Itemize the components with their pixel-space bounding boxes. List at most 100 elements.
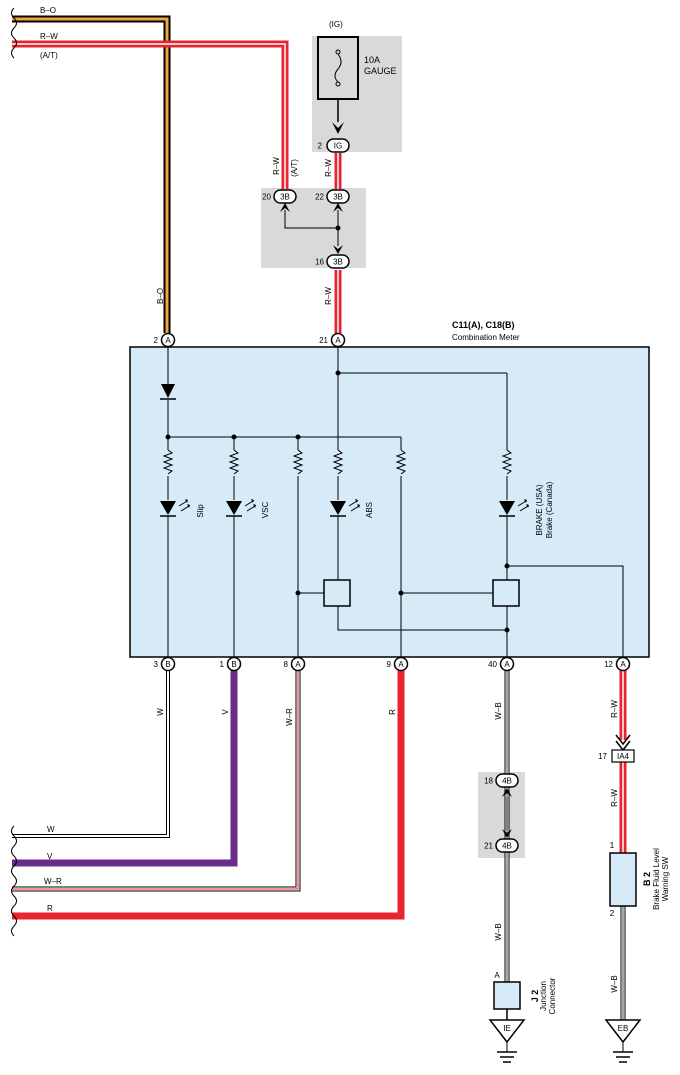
- connector-code: 3B: [333, 193, 343, 202]
- combination-meter-box: [129, 346, 650, 658]
- fuse-name-label: GAUGE: [364, 66, 397, 76]
- wire-label-r-w-at: R–W: [272, 157, 281, 175]
- connector-meter-12a: A 12: [604, 656, 631, 672]
- wire-label-r-w-meter: R–W: [324, 287, 333, 305]
- lamp-label-brake-canada: Brake (Canada): [545, 481, 554, 538]
- b2-code: B 2: [642, 872, 652, 886]
- connector-3b-20: 3B 20: [262, 189, 297, 212]
- wire-label-r-w-b2: R–W: [610, 789, 619, 807]
- wire-label-w-b-eb: W–B: [610, 975, 619, 992]
- connector-code: 3B: [333, 258, 343, 267]
- connector-ia4-17: IA4 17: [598, 734, 635, 763]
- connector-pin: 40: [488, 660, 497, 669]
- j2-name-line1: Junction: [539, 981, 548, 1011]
- resistor-slip: [162, 449, 174, 475]
- connector-meter-3b: B 3: [154, 656, 176, 672]
- wire-label-r-w-top: R–W: [40, 32, 58, 41]
- j2-name-line2: Connector: [548, 977, 557, 1014]
- connector-pin: 3: [154, 660, 159, 669]
- connector-code: A: [165, 336, 171, 345]
- fuse-rating-label: 10A: [364, 55, 380, 65]
- connector-code: B: [165, 660, 170, 669]
- connector-pin: 22: [315, 193, 324, 202]
- wire-label-at-top: (A/T): [40, 51, 58, 60]
- connector-code: 4B: [502, 777, 512, 786]
- wire-label-r-left: R: [47, 904, 53, 913]
- wire-label-at: (A/T): [290, 159, 299, 177]
- wire-label-w-r-left: W–R: [44, 877, 62, 886]
- connector-code: A: [295, 660, 301, 669]
- resistor-9a: [395, 449, 407, 475]
- j2-pin-label: A: [494, 971, 500, 980]
- led-slip: Slip: [160, 499, 205, 518]
- b2-name-line1: Brake Fluid Level: [652, 848, 661, 910]
- connector-meter-1b: B 1: [220, 656, 242, 672]
- brake-fluid-level-switch-b2: 1 2 B 2 Brake Fluid Level Warning SW: [609, 841, 670, 918]
- connector-code: IA4: [617, 752, 630, 761]
- connector-pin: 17: [598, 752, 607, 761]
- connector-pin: 1: [220, 660, 225, 669]
- ground-ie: IE: [488, 1019, 526, 1063]
- junction-3b-lines: [284, 210, 341, 246]
- connector-pin: 8: [284, 660, 289, 669]
- meter-resistors: [162, 449, 513, 475]
- fuse-10a-gauge: (IG) 10A GAUGE: [317, 20, 397, 134]
- wire-w: [12, 670, 170, 838]
- lamp-label-vsc: VSC: [261, 502, 270, 519]
- ground-eb-label: EB: [618, 1024, 629, 1033]
- meter-name-label: Combination Meter: [452, 333, 520, 342]
- connector-meter-9a: A 9: [387, 656, 409, 672]
- wire-w-r: [12, 670, 301, 892]
- wire-label-r: R: [388, 709, 397, 715]
- connector-pin: 21: [484, 842, 493, 851]
- wire-label-b-o-top: B–O: [40, 6, 56, 15]
- wire-r: [12, 670, 405, 920]
- connector-pin: 2: [318, 142, 323, 151]
- wire-v: [12, 670, 238, 867]
- wire-label-w-b-top: W–B: [494, 702, 503, 719]
- led-vsc: VSC: [226, 499, 270, 518]
- b2-pin1-label: 1: [610, 841, 615, 850]
- led-abs: ABS: [330, 499, 374, 518]
- wire-label-b-o: B–O: [156, 288, 165, 304]
- wire-label-v: V: [221, 709, 230, 715]
- wire-label-v-left: V: [47, 852, 53, 861]
- connector-3b-16: 3B 16: [315, 245, 350, 269]
- meter-diode: [160, 384, 176, 400]
- connector-code: 4B: [502, 842, 512, 851]
- wire-label-r-w-ig: R–W: [324, 159, 333, 177]
- connector-code: IG: [334, 142, 342, 151]
- connector-pin: 16: [315, 258, 324, 267]
- connector-code: A: [504, 660, 510, 669]
- j2-code: J 2: [530, 990, 540, 1003]
- ground-eb: EB: [604, 1019, 642, 1063]
- connector-code: A: [620, 660, 626, 669]
- fuse-source-label: (IG): [329, 20, 343, 29]
- resistor-brake: [501, 449, 513, 475]
- connector-code: B: [231, 660, 236, 669]
- connector-4b-18: 4B 18: [484, 773, 519, 797]
- connector-4b-21: 4B 21: [484, 797, 519, 853]
- led-brake: BRAKE (USA) Brake (Canada): [499, 481, 554, 538]
- connector-pin: 12: [604, 660, 613, 669]
- connector-code: 3B: [280, 193, 290, 202]
- connector-pin: 21: [319, 336, 328, 345]
- connector-meter-2a: A 2: [154, 332, 176, 348]
- wire-r-w-at: [12, 40, 289, 189]
- connector-code: A: [398, 660, 404, 669]
- resistor-abs: [332, 449, 344, 475]
- connector-pin: 9: [387, 660, 392, 669]
- wire-break-marks: [11, 7, 17, 937]
- wire-label-r-w-12: R–W: [610, 700, 619, 718]
- b2-pin2-label: 2: [610, 909, 615, 918]
- b2-name-line2: Warning SW: [661, 856, 670, 901]
- wire-label-w: W: [156, 708, 165, 716]
- lamp-label-abs: ABS: [365, 502, 374, 518]
- connector-pin: 18: [484, 777, 493, 786]
- connector-ig-2: IG 2: [318, 138, 350, 153]
- connector-meter-8a: A 8: [284, 656, 306, 672]
- resistor-vsc: [228, 449, 240, 475]
- wire-label-w-r: W–R: [285, 708, 294, 726]
- wire-label-w-left: W: [47, 825, 55, 834]
